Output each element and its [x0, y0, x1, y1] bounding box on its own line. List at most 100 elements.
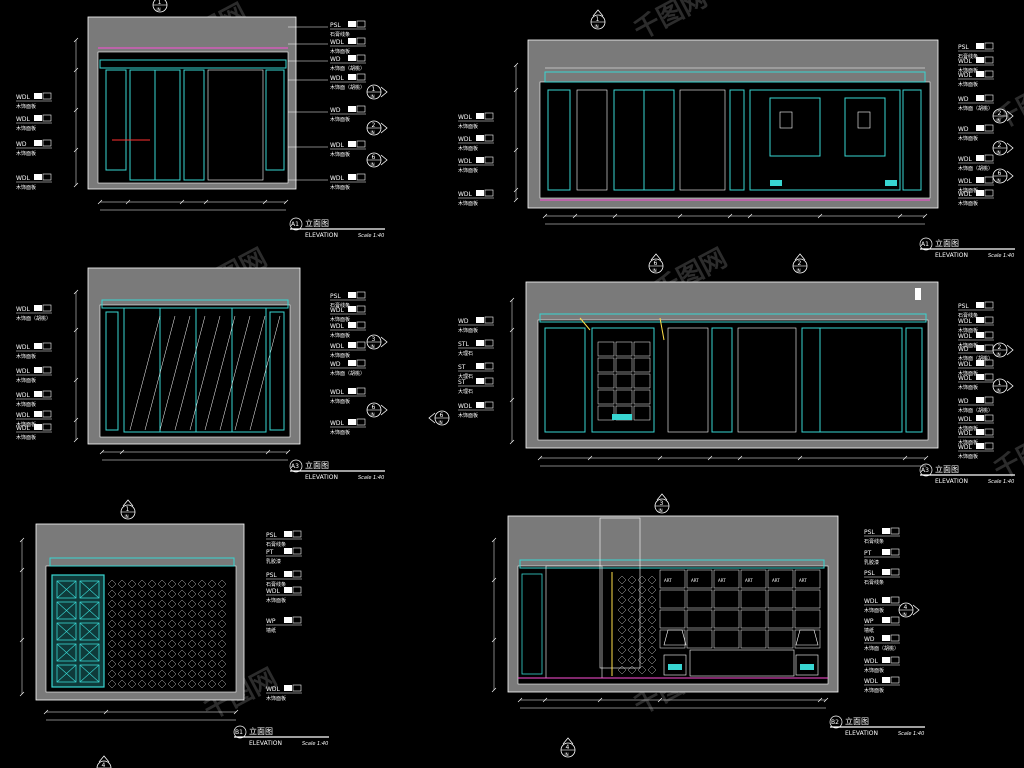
tag-note: 木饰面板 [458, 167, 478, 174]
pattern-diamond [187, 669, 197, 679]
marker-number: 6 [372, 154, 376, 161]
pattern-diamond [137, 639, 147, 649]
socket [770, 180, 782, 186]
tag-note: 木饰面板 [330, 184, 350, 191]
tag-code: ST [458, 379, 466, 386]
cornice [49, 557, 235, 567]
lamp [795, 629, 819, 646]
reference-marker: 1IN [590, 9, 606, 30]
cabinet-panel [79, 601, 100, 620]
headboard-tile [740, 569, 767, 589]
pattern-diamond [167, 669, 177, 679]
marker-arrow [122, 499, 134, 507]
pattern-diamond [137, 579, 147, 589]
tag-box [976, 415, 984, 421]
cornice [539, 313, 927, 323]
tag-code: WDL [958, 318, 973, 325]
pattern-diamond [647, 665, 657, 675]
socket [668, 664, 682, 670]
dim-tick [572, 213, 578, 219]
reference-marker: 6IN [366, 152, 388, 168]
pattern-diamond [177, 679, 187, 689]
dim-tick [707, 455, 713, 461]
tag-note: 木饰面板 [864, 667, 884, 674]
marker-ref: IN [997, 118, 1001, 123]
marker-arrow [380, 86, 388, 98]
tag-code: WDL [458, 403, 473, 410]
tag-box [976, 125, 984, 131]
tag-note: 木饰面板 [864, 607, 884, 614]
dim-tick [513, 87, 519, 93]
title-scale: Scale 1:40 [988, 479, 1014, 485]
tag-note: 木饰面板 [266, 695, 286, 702]
tag-code: WDL [16, 175, 31, 182]
tag-box [34, 93, 42, 99]
cabinet-cross [79, 622, 100, 641]
pattern-diamond [137, 669, 147, 679]
tag-box [348, 55, 356, 61]
elevation-b1: PSL石膏线条PT乳胶漆PSL石膏线条WDL木饰面板WP墙纸WDL木饰面板1IN… [19, 499, 329, 747]
wall-panel [105, 311, 119, 431]
art-label: ART [745, 578, 753, 583]
pattern-diamond [217, 609, 227, 619]
tag-code: WD [330, 107, 341, 114]
wall-panel [905, 327, 923, 433]
art-label: ART [799, 578, 807, 583]
title-circle [919, 463, 933, 477]
dim-tick [73, 417, 79, 423]
marker-arrow [380, 122, 388, 134]
marker-number: 6 [372, 404, 376, 411]
tag-box [984, 189, 994, 197]
tag-code: WDL [16, 425, 31, 432]
marker-ref: IN [653, 268, 657, 273]
dim-tick [73, 327, 79, 333]
tag-note: 木饰面（胡桃） [16, 315, 51, 322]
pattern-diamond [157, 629, 167, 639]
title-sub: ELEVATION [249, 740, 282, 747]
marker-arrow [380, 336, 388, 348]
tag-box [348, 141, 356, 147]
tag-code: WP [864, 618, 874, 625]
tag-box [976, 190, 984, 196]
tag-note: 木饰面板 [16, 150, 36, 157]
tag-box [476, 317, 484, 323]
tag-box [34, 174, 42, 180]
reference-marker: 6IN [648, 253, 664, 274]
pattern-diamond [187, 579, 197, 589]
title-scale: Scale 1:40 [898, 731, 924, 737]
tag-note: 木饰面板 [16, 434, 36, 441]
tag-box [348, 38, 356, 44]
pattern-diamond [107, 629, 117, 639]
cornice [519, 559, 825, 569]
headboard-tile [686, 589, 713, 609]
pattern-diamond [627, 615, 637, 625]
wall-panel [269, 311, 285, 431]
pattern-diamond [107, 579, 117, 589]
tag-note: 木饰面（胡桃） [330, 370, 365, 377]
tag-box [976, 57, 984, 63]
marker-number: 6 [998, 170, 1002, 177]
pattern-diamond [127, 629, 137, 639]
dim-tick [19, 637, 25, 643]
cabinet-cross [56, 601, 77, 620]
pattern-diamond [197, 639, 207, 649]
tag-box [348, 360, 356, 366]
tag-code: WDL [864, 678, 879, 685]
art [857, 111, 871, 129]
title-circle [829, 715, 843, 729]
window-frame [544, 327, 586, 433]
pattern-diamond [217, 669, 227, 679]
pattern-diamond [147, 599, 157, 609]
pattern-diamond [187, 659, 197, 669]
title-sub: ELEVATION [845, 730, 878, 737]
pattern-diamond [147, 659, 157, 669]
stone-tile [633, 341, 651, 357]
tag-code: WDL [958, 333, 973, 340]
